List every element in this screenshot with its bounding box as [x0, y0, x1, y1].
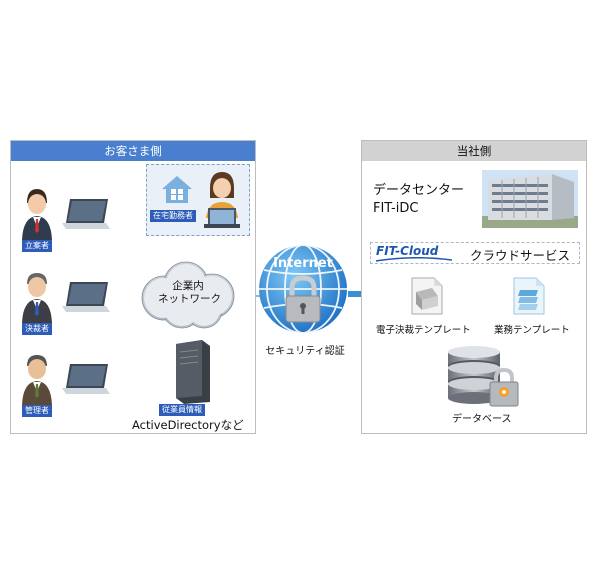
admin-label: 管理者 [22, 405, 52, 417]
corporate-network-cloud-icon [141, 261, 235, 329]
laptop-icon-1 [62, 199, 110, 229]
laptop-icon-2 [62, 282, 110, 312]
provider-side-header: 当社側 [362, 141, 586, 161]
internet-label: Internet [273, 256, 333, 271]
planner-label: 立案者 [22, 240, 52, 252]
approver-label: 決裁者 [22, 323, 52, 335]
business-template-label: 業務テンプレート [494, 325, 570, 336]
server-icon [176, 340, 210, 404]
corporate-network-label: 企業内 ネットワーク [158, 280, 221, 306]
admin-icon [22, 355, 52, 405]
remote-worker-icon [204, 172, 240, 228]
corporate-network-line2: ネットワーク [158, 293, 221, 305]
remote-worker-label: 在宅勤務者 [150, 210, 196, 222]
datacenter-building-image [482, 170, 578, 228]
approver-icon [22, 273, 52, 323]
approval-template-label: 電子決裁テンプレート [376, 325, 471, 336]
database-label: データベース [452, 414, 512, 425]
corporate-network-line1: 企業内 [172, 280, 204, 292]
customer-side-header: お客さま側 [11, 141, 255, 161]
cloud-service-title: クラウドサービス [470, 248, 571, 263]
planner-icon [22, 189, 52, 240]
active-directory-caption: ActiveDirectoryなど [132, 418, 244, 432]
approval-template-icon [411, 277, 443, 315]
datacenter-line2: FIT-iDC [373, 201, 419, 216]
fit-cloud-swoosh-icon [376, 257, 452, 262]
business-template-icon [513, 277, 545, 315]
laptop-icon-3 [62, 364, 110, 394]
security-auth-caption: セキュリティ認証 [265, 346, 345, 357]
database-padlock-icon [489, 367, 519, 407]
fit-cloud-logo: FIT-Cloud [376, 244, 439, 258]
database-icon [448, 346, 519, 407]
house-icon [162, 176, 192, 203]
employee-info-label: 従業員情報 [159, 404, 205, 416]
datacenter-line1: データセンター [373, 183, 465, 198]
padlock-icon [285, 275, 321, 323]
internet-globe-icon [259, 244, 347, 334]
datacenter-label: データセンター FIT-iDC [373, 182, 464, 218]
